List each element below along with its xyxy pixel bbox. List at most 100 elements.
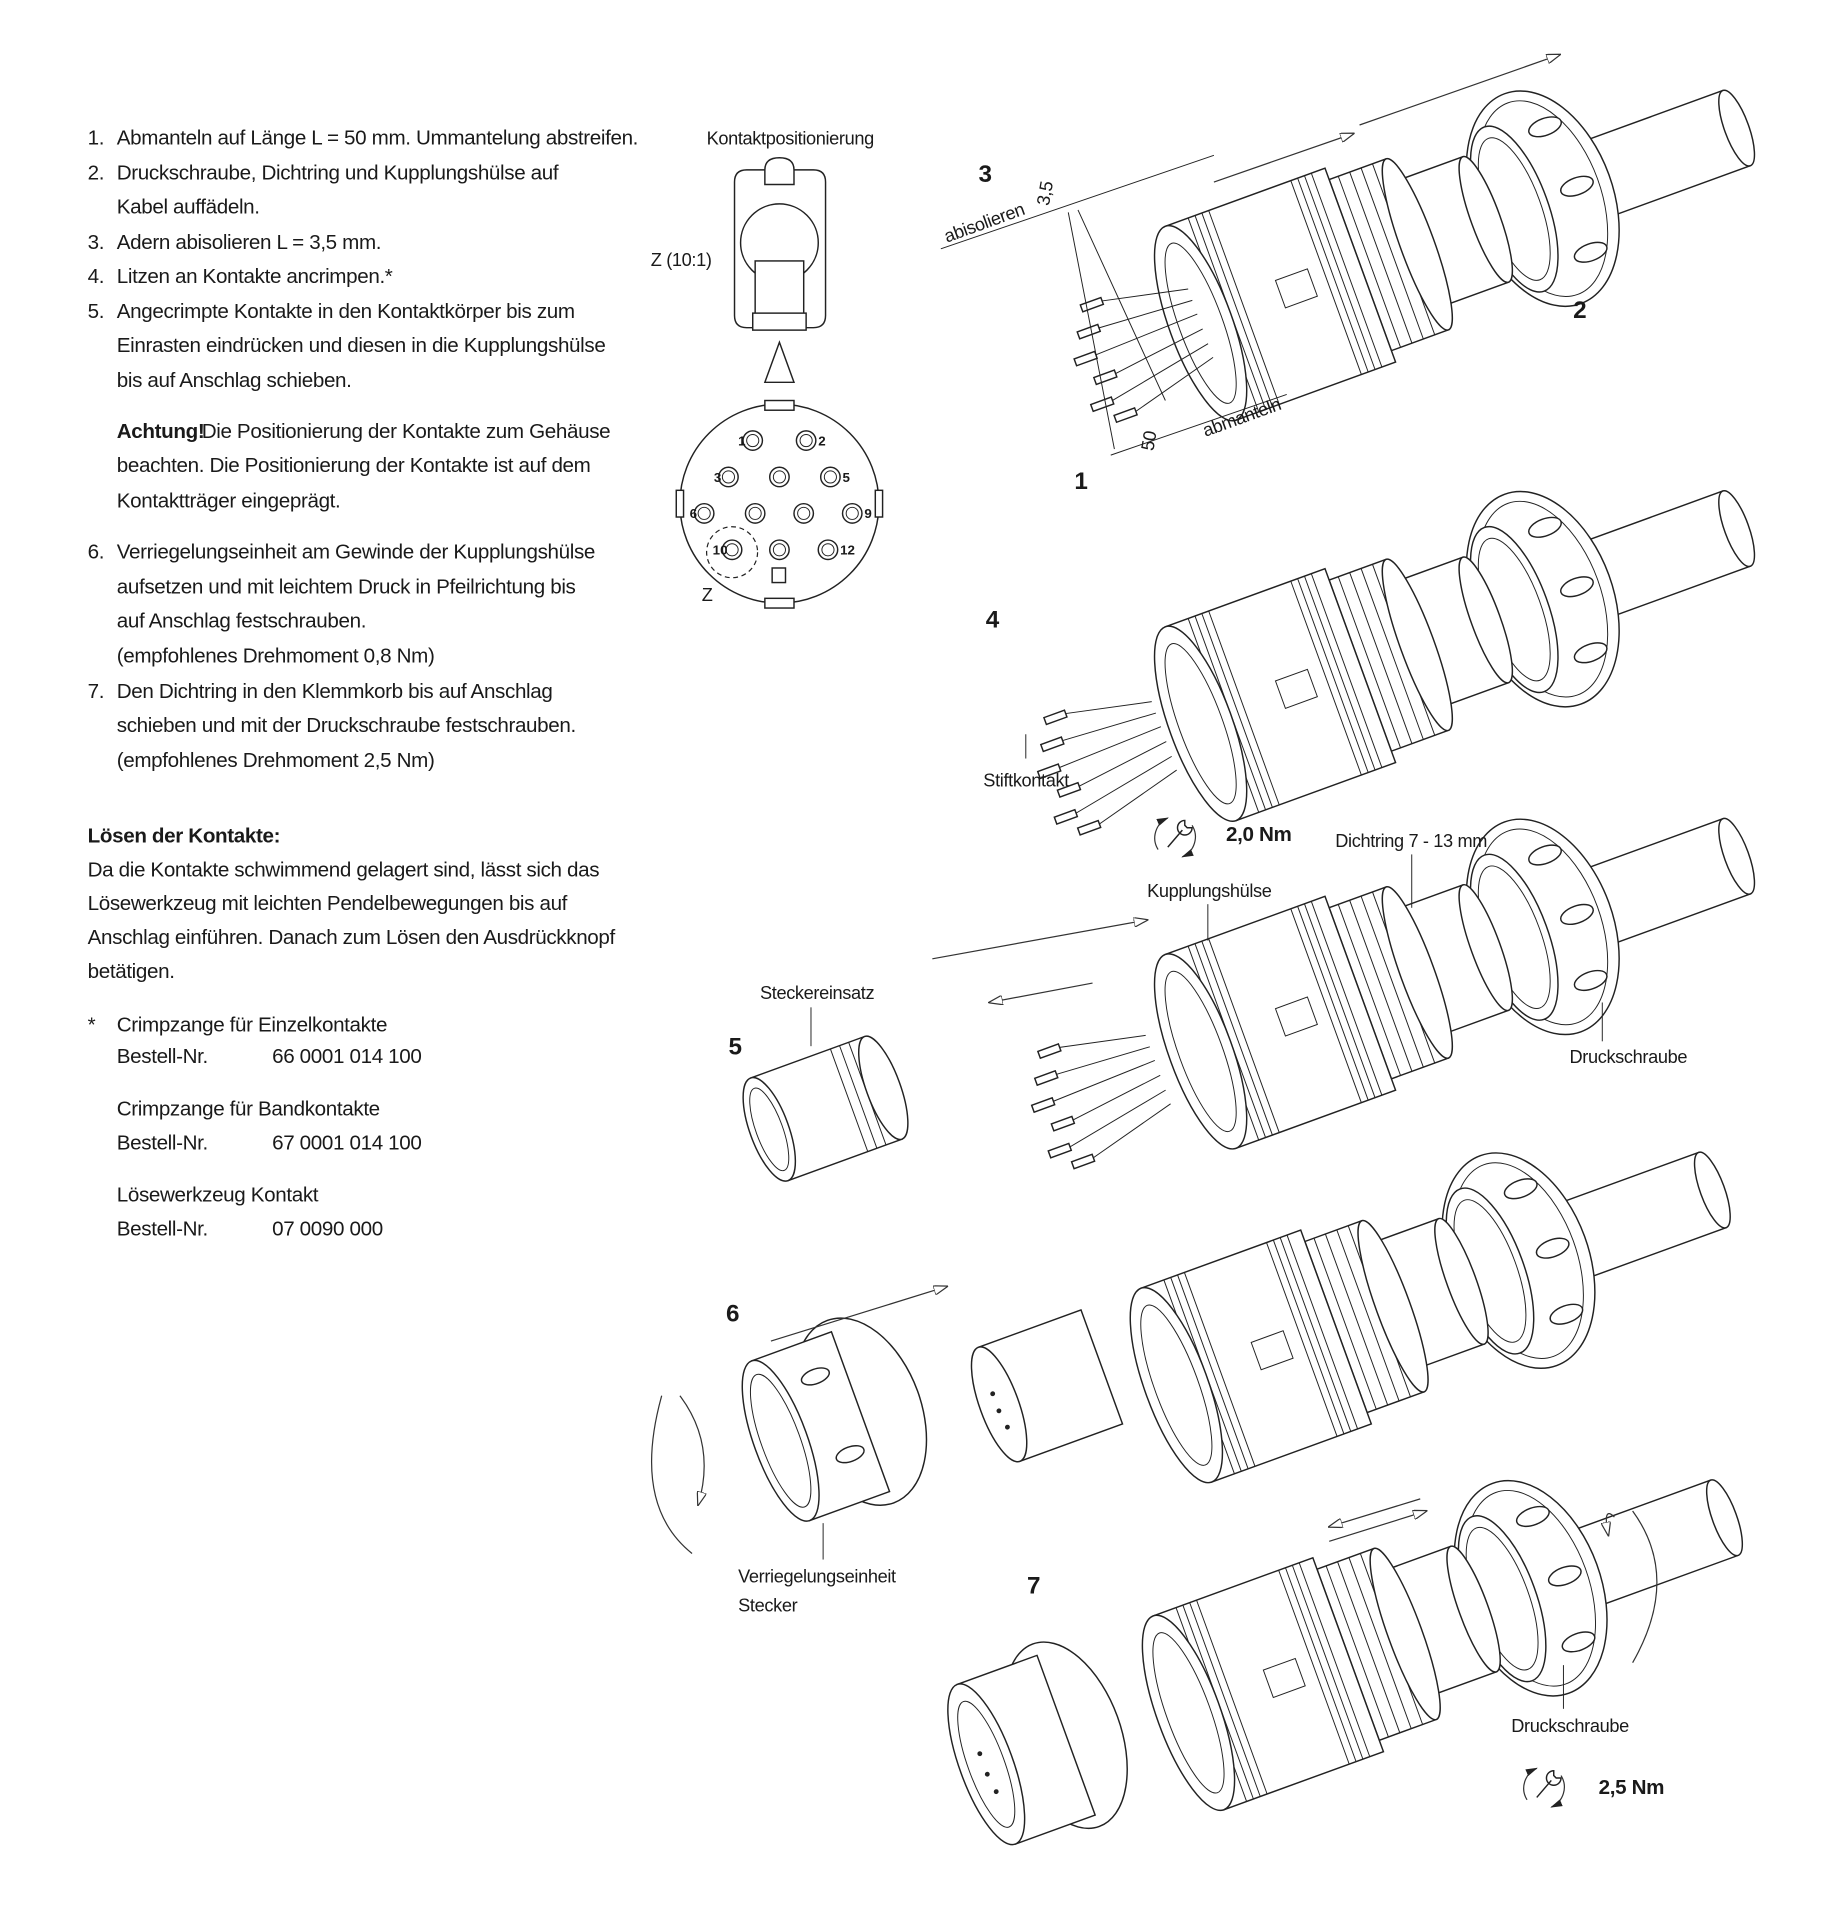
- pin-label: 9: [864, 506, 871, 521]
- step-label: 2: [1573, 297, 1586, 324]
- step-text: Einrasten eindrücken und diesen in die K…: [117, 334, 606, 357]
- tool-name: Lösewerkzeug Kontakt: [117, 1184, 319, 1207]
- step-text: aufsetzen und mit leichtem Druck in Pfei…: [117, 575, 576, 598]
- order-label: Bestell-Nr.: [117, 1045, 208, 1068]
- step-text: Verriegelungseinheit am Gewinde der Kupp…: [117, 540, 595, 563]
- order-number: 66 0001 014 100: [272, 1045, 421, 1068]
- locking-unit-label-2: Stecker: [738, 1596, 797, 1616]
- seal-label: Dichtring 7 - 13 mm: [1335, 831, 1487, 851]
- contact-positioning-diagram: Kontaktpositionierung Z (10:1): [651, 128, 884, 609]
- jacket-length-dimension: 50: [1137, 429, 1160, 452]
- tool-name: Crimpzange für Bandkontakte: [117, 1097, 380, 1120]
- locking-unit-label: Verriegelungseinheit: [738, 1567, 896, 1587]
- step-text: Angecrimpte Kontakte in den Kontaktkörpe…: [117, 300, 575, 323]
- release-text: betätigen.: [88, 960, 175, 983]
- step-number: 3.: [88, 231, 104, 254]
- wrench-torque-icon: [1155, 818, 1196, 857]
- step-text: Litzen an Kontakte ancrimpen.*: [117, 265, 393, 288]
- step-text: Den Dichtring in den Klemmkorb bis auf A…: [117, 680, 553, 703]
- step-text: Kabel auffädeln.: [117, 196, 260, 219]
- warning-text: Die Positionierung der Kontakte zum Gehä…: [202, 420, 611, 443]
- step-number: 4.: [88, 265, 104, 288]
- step-label: 4: [986, 606, 1000, 633]
- direction-arrow: [1359, 55, 1560, 126]
- step-label: 3: [978, 161, 992, 188]
- step-number: 5.: [88, 300, 104, 323]
- step-text: Adern abisolieren L = 3,5 mm.: [117, 231, 381, 254]
- step-text: schieben und mit der Druckschraube fests…: [117, 714, 576, 737]
- torque-2nm: 2,0 Nm: [1155, 818, 1292, 857]
- figure-final-assembly: 7 Druckschraube 2,5 Nm: [947, 1407, 1775, 1846]
- figure-strip-cable: 3 3,5 abisolieren 50 abmanteln 1 2: [940, 18, 1787, 495]
- step-label: 1: [1074, 468, 1088, 495]
- triangle-marker-icon: [763, 340, 796, 384]
- warning-text: Kontaktträger eingeprägt.: [117, 489, 341, 512]
- step-number: 2.: [88, 162, 104, 185]
- pin-label: 3: [714, 470, 721, 485]
- pressure-screw-label: Druckschraube: [1570, 1047, 1688, 1067]
- warning-label: Achtung!: [117, 420, 205, 443]
- order-label: Bestell-Nr.: [117, 1131, 208, 1154]
- figure-crimp-contacts: 4 Stiftkontakt: [983, 418, 1787, 842]
- direction-arrow: [989, 982, 1093, 1002]
- strip-length-dimension: 3,5: [1033, 179, 1057, 207]
- rotation-arrow: [1606, 1513, 1615, 1536]
- step-text: auf Anschlag festschrauben.: [117, 609, 366, 632]
- instruction-steps: 1. Abmanteln auf Länge L = 50 mm. Ummant…: [88, 126, 639, 772]
- torque-value: 2,0 Nm: [1226, 823, 1291, 846]
- pin-label: 6: [690, 506, 697, 521]
- step-label: 6: [726, 1301, 739, 1328]
- release-section: Lösen der Kontakte: Da die Kontakte schw…: [88, 824, 616, 1240]
- order-label: Bestell-Nr.: [117, 1217, 208, 1240]
- direction-arrow: [1213, 134, 1354, 183]
- wrench-torque-icon: [1524, 1768, 1565, 1807]
- strip-label: abisolieren: [941, 199, 1027, 247]
- pin-label: 10: [713, 543, 728, 558]
- pin-label: 2: [818, 433, 825, 448]
- release-heading: Lösen der Kontakte:: [88, 824, 280, 847]
- direction-arrow: [932, 920, 1147, 960]
- locking-unit-mounted-drawing: [947, 1641, 1128, 1846]
- locking-unit-drawing: [741, 1317, 928, 1522]
- step-text: (empfohlenes Drehmoment 0,8 Nm): [117, 645, 435, 668]
- direction-arrow: [1329, 1511, 1426, 1542]
- rotation-arrow: [651, 1395, 693, 1554]
- warning-text: beachten. Die Positionierung der Kontakt…: [117, 454, 591, 477]
- release-text: Da die Kontakte schwimmend gelagert sind…: [88, 858, 600, 881]
- contact-body-drawing: [970, 1309, 1124, 1463]
- step-number: 7.: [88, 680, 104, 703]
- tool-name: Crimpzange für Einzelkontakte: [117, 1014, 387, 1037]
- torque-value: 2,5 Nm: [1599, 1776, 1664, 1799]
- step-label: 5: [728, 1034, 741, 1061]
- step-text: Druckschraube, Dichtring und Kupplungshü…: [117, 162, 559, 185]
- pin-label: 5: [843, 470, 851, 485]
- rotation-arrow: [1632, 1510, 1658, 1664]
- figure-locking-unit: 6 Verriegelungseinheit Stecker: [651, 1080, 1763, 1616]
- step-number: 6.: [88, 540, 104, 563]
- step-text: Abmanteln auf Länge L = 50 mm. Ummantelu…: [117, 126, 638, 149]
- view-label: Z: [702, 585, 713, 605]
- contact-detail-drawing: [733, 157, 827, 384]
- release-text: Lösewerkzeug mit leichten Pendelbewegung…: [88, 892, 568, 915]
- pin-contact-label: Stiftkontakt: [983, 770, 1069, 790]
- step-number: 1.: [88, 126, 104, 149]
- release-text: Anschlag einführen. Danach zum Lösen den…: [88, 926, 616, 949]
- detail-scale-label: Z (10:1): [651, 250, 712, 270]
- step-text: bis auf Anschlag schieben.: [117, 369, 352, 392]
- step-label: 7: [1027, 1573, 1041, 1600]
- pin-label: 1: [738, 433, 746, 448]
- plug-insert-label: Steckereinsatz: [760, 983, 874, 1003]
- order-number: 07 0090 000: [272, 1217, 383, 1240]
- pressure-screw-label: Druckschraube: [1511, 1716, 1629, 1736]
- contact-diagram-title: Kontaktpositionierung: [707, 128, 874, 148]
- direction-arrow: [1329, 1498, 1421, 1527]
- pin-label: 12: [840, 543, 855, 558]
- contact-face-drawing: 1 2 3 5 6 9 10 12: [675, 399, 884, 609]
- order-number: 67 0001 014 100: [272, 1131, 421, 1154]
- figure-insert-contact-body: Dichtring 7 - 13 mm Kupplungshülse Druck…: [728, 746, 1787, 1182]
- footnote-asterisk: *: [88, 1014, 96, 1037]
- coupling-sleeve-label: Kupplungshülse: [1147, 881, 1272, 901]
- direction-arrow: [770, 1286, 947, 1342]
